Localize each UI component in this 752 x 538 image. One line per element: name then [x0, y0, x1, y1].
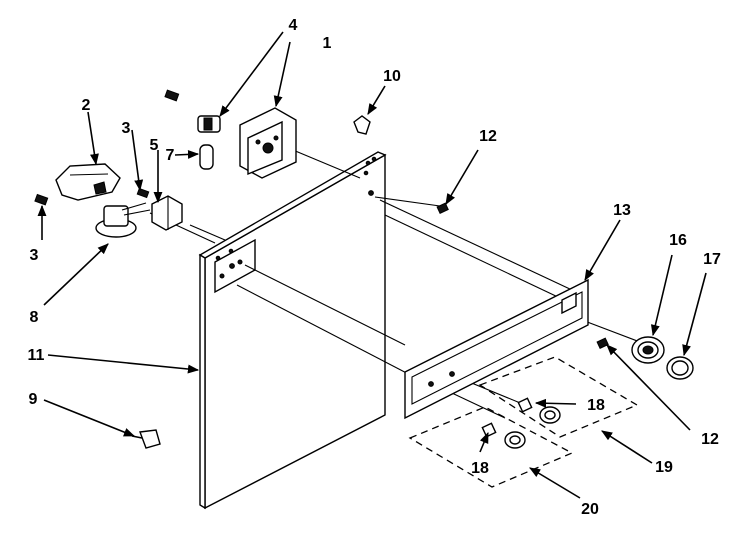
callout-18-right: 18: [587, 397, 605, 414]
pin-7: [199, 144, 214, 170]
callout-10: 10: [383, 68, 401, 85]
cover-2: [55, 163, 121, 201]
clip-10: [353, 115, 371, 135]
switch-5: [151, 195, 183, 231]
callout-1: 1: [323, 35, 332, 52]
callout-16: 16: [669, 232, 687, 249]
callout-12-upper: 12: [479, 128, 497, 145]
callout-9: 9: [29, 391, 38, 408]
callout-20: 20: [581, 501, 599, 518]
back-panel: [198, 151, 387, 510]
screw-9: [131, 429, 161, 449]
clamp-4: [197, 115, 221, 133]
alignment-lines: [149, 149, 641, 419]
leader-lines: [37, 31, 707, 499]
callout-2: 2: [82, 97, 91, 114]
screw-top: [164, 89, 180, 102]
callout-19: 19: [655, 459, 673, 476]
callout-labels: 4 1 10 2 3 5 7 12 13 16 17 3 8 11 9 18 1…: [28, 17, 721, 518]
thermostat-8: [95, 202, 151, 238]
group-box-20: [408, 406, 574, 488]
callout-11: 11: [28, 347, 45, 364]
knob-assembly: [631, 336, 694, 380]
callout-3-upper: 3: [122, 120, 131, 137]
callout-12-lower: 12: [701, 431, 719, 448]
callout-3-lower: 3: [30, 247, 39, 264]
callout-13: 13: [613, 202, 631, 219]
screws-12: [436, 202, 609, 349]
group-box-19: [478, 356, 639, 438]
callout-8: 8: [30, 309, 39, 326]
bracket-1: [239, 107, 297, 179]
control-panel: [404, 278, 589, 420]
callout-7: 7: [166, 147, 175, 164]
callout-18-left: 18: [471, 460, 489, 477]
callout-5: 5: [150, 137, 159, 154]
callout-17: 17: [703, 251, 721, 268]
switch-parts-18: [481, 397, 561, 449]
callout-4: 4: [289, 17, 298, 34]
